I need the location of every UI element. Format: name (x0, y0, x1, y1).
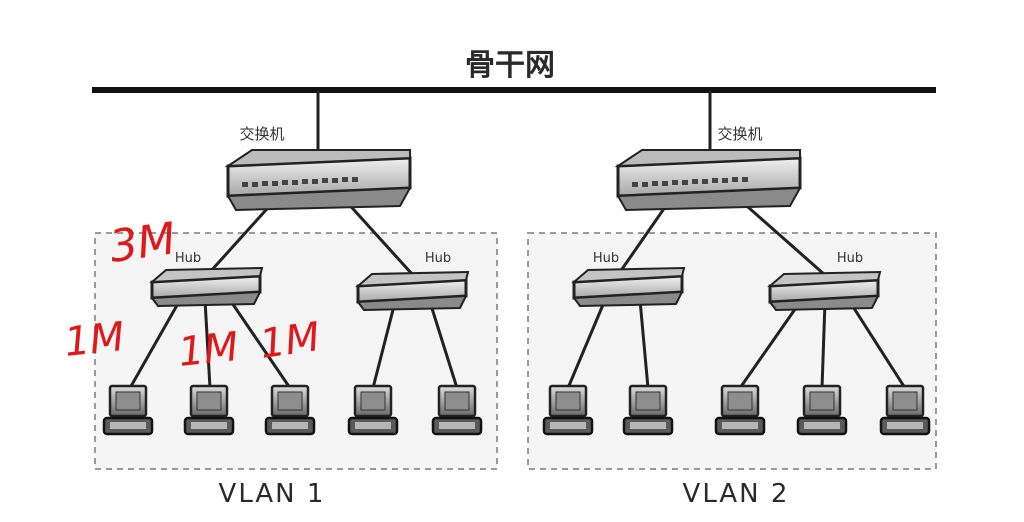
desktop-computer-icon (622, 384, 674, 436)
vlan-2-label: VLAN 2 (683, 479, 790, 509)
switch-2: 交换机 (614, 125, 802, 212)
desktop-computer-icon (347, 384, 399, 436)
hub-icon (767, 270, 882, 312)
desktop-computer-icon (796, 384, 848, 436)
hub-pc-links (128, 299, 907, 389)
hub-4-label: Hub (837, 251, 863, 266)
hub-2: Hub (355, 251, 470, 312)
hub-icon (149, 266, 264, 308)
desktop-computer-icon (542, 384, 594, 436)
computers (102, 384, 931, 436)
switch-1-label: 交换机 (239, 125, 284, 143)
hub-icon (355, 270, 470, 312)
hub-3-label: Hub (593, 251, 619, 266)
link-switch-1-hub-2 (343, 198, 414, 276)
backbone-label: 骨干网 (465, 48, 555, 83)
desktop-computer-icon (431, 384, 483, 436)
annotation-uplink-bandwidth: 3M (106, 213, 178, 273)
hub-1: Hub (149, 251, 264, 308)
hub-4: Hub (767, 251, 882, 312)
desktop-computer-icon (714, 384, 766, 436)
hub-icon (571, 266, 686, 308)
hub-1-label: Hub (175, 251, 201, 266)
switch-2-label: 交换机 (717, 125, 762, 143)
link-switch-2-hub-4 (739, 198, 826, 277)
annotation-host-bandwidth-3: 1M (257, 314, 323, 368)
switch-1: 交换机 (224, 125, 412, 212)
network-switch-icon (224, 149, 412, 212)
desktop-computer-icon (879, 384, 931, 436)
hub-2-label: Hub (425, 251, 451, 266)
link-switch-1-hub-1 (208, 198, 277, 274)
network-switch-icon (614, 149, 802, 212)
hub-3: Hub (571, 251, 686, 308)
annotation-host-bandwidth-1: 1M (62, 314, 126, 366)
vlan-1-label: VLAN 1 (219, 479, 326, 509)
annotation-host-bandwidth-2: 1M (176, 324, 240, 376)
link-switch-2-hub-3 (618, 199, 672, 273)
desktop-computer-icon (183, 384, 235, 436)
desktop-computer-icon (102, 384, 154, 436)
desktop-computer-icon (264, 384, 316, 436)
